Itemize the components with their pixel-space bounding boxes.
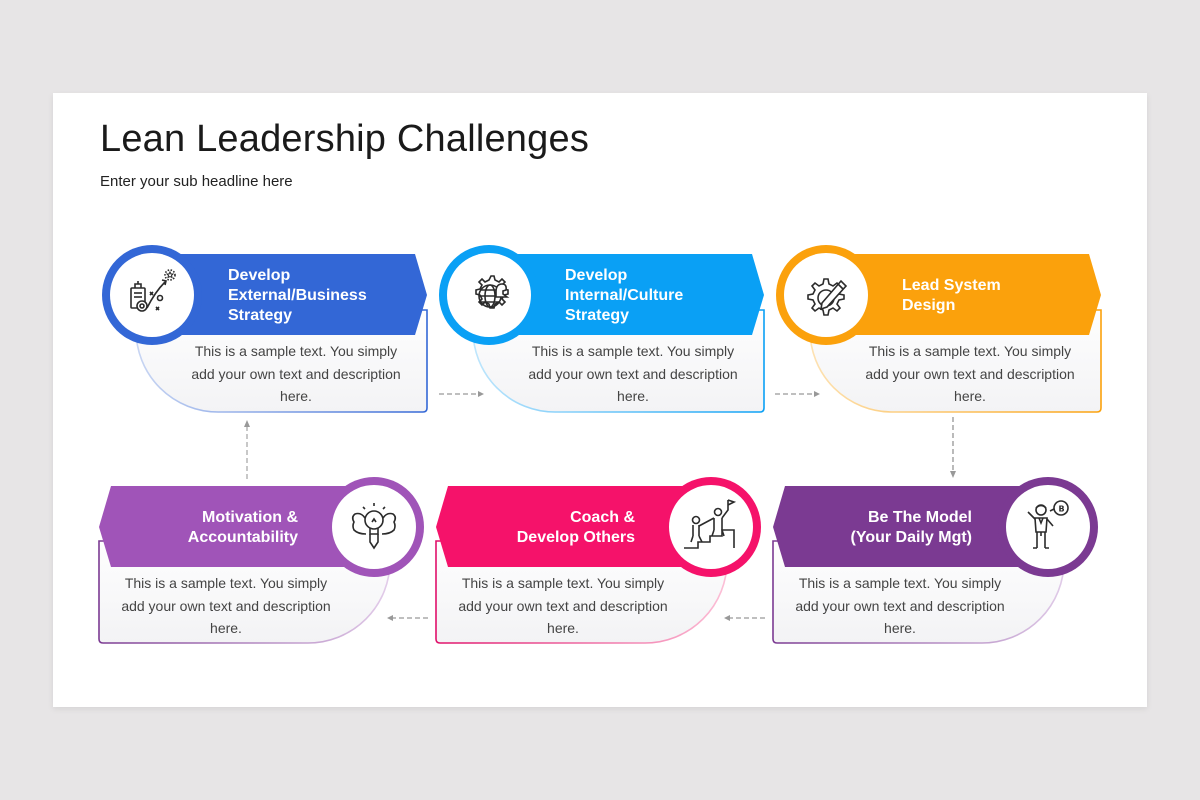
step-card-frame	[102, 245, 428, 413]
step-description: This is a sample text. You simply add yo…	[795, 575, 1005, 636]
step-card-be-the-model: B Be The Model (Your Daily Mgt) This is …	[772, 471, 1102, 646]
connector-arrow-left	[387, 615, 431, 621]
lightbulb-muscle-icon	[339, 492, 409, 562]
step-card-lead-system-design: Lead System Design This is a sample text…	[772, 240, 1102, 415]
step-title: Motivation & Accountability	[187, 509, 298, 546]
step-card-frame	[439, 245, 765, 413]
connector-arrow-down	[950, 417, 956, 478]
step-card-frame	[98, 477, 424, 644]
step-card-frame	[772, 477, 1098, 644]
step-card-develop-external-strategy: Develop External/Business Strategy This …	[98, 240, 428, 415]
step-title: Lead System Design	[902, 277, 1001, 314]
step-description: This is a sample text. You simply add yo…	[121, 575, 331, 636]
page-subtitle: Enter your sub headline here	[100, 173, 293, 190]
step-description: This is a sample text. You simply add yo…	[458, 575, 668, 636]
globe-gear-chess-icon	[456, 262, 526, 332]
connector-arrow-left	[724, 615, 768, 621]
step-title: Be The Model (Your Daily Mgt)	[850, 509, 972, 546]
svg-text:B: B	[1059, 505, 1065, 514]
step-description: This is a sample text. You simply add yo…	[528, 343, 738, 404]
step-card-motivation-accountability: Motivation & Accountability This is a sa…	[98, 471, 428, 646]
step-card-frame	[776, 245, 1102, 413]
step-card-develop-internal-strategy: Develop Internal/Culture Strategy This i…	[435, 240, 765, 415]
step-title: Coach & Develop Others	[516, 509, 635, 546]
strategy-plan-gear-icon	[119, 262, 189, 332]
climbing-people-flag-icon	[676, 492, 746, 562]
step-card-coach-develop-others: Coach & Develop Others This is a sample …	[435, 471, 765, 646]
step-title: Develop Internal/Culture Strategy	[565, 267, 684, 324]
step-title: Develop External/Business Strategy	[228, 267, 367, 324]
connector-arrow-right	[439, 391, 484, 397]
person-speech-icon: B	[1013, 492, 1083, 562]
gear-pencil-icon	[793, 262, 863, 332]
step-description: This is a sample text. You simply add yo…	[865, 343, 1075, 404]
connector-arrow-up	[244, 420, 250, 480]
page-title: Lean Leadership Challenges	[100, 118, 590, 160]
step-card-frame	[435, 477, 761, 644]
connector-arrow-right	[775, 391, 820, 397]
step-description: This is a sample text. You simply add yo…	[191, 343, 401, 404]
